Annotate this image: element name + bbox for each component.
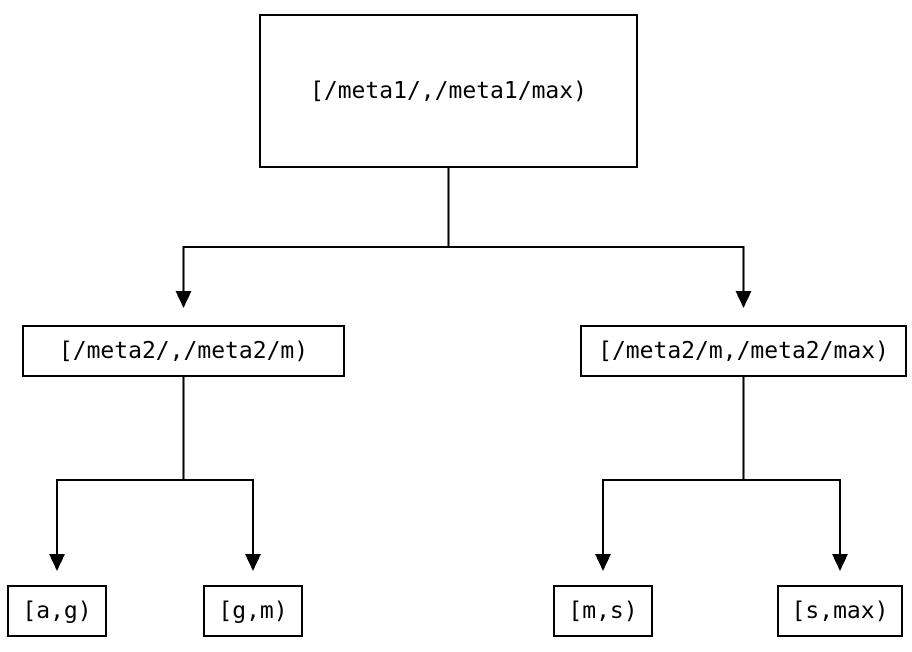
- node-leaf-a-g: [a,g): [7, 585, 107, 637]
- node-leaf-m-s: [m,s): [553, 585, 653, 637]
- node-meta2-left-range: [/meta2/,/meta2/m): [22, 325, 345, 377]
- arrowhead-to-leaf-m-s: [595, 554, 611, 571]
- edges-from-meta2-right: [595, 377, 848, 571]
- arrowhead-to-leaf-g-m: [245, 554, 261, 571]
- arrowhead-to-leaf-s-max: [832, 554, 848, 571]
- arrowhead-to-meta2-right: [735, 291, 752, 308]
- arrowhead-to-leaf-a-g: [49, 554, 65, 571]
- node-leaf-g-m: [g,m): [203, 585, 303, 637]
- edges-from-meta2-left: [49, 377, 261, 571]
- node-meta2-right-range: [/meta2/m,/meta2/max): [580, 325, 907, 377]
- edges-from-root: [175, 168, 752, 308]
- arrowhead-to-meta2-left: [175, 291, 192, 308]
- node-root-meta1-range: [/meta1/,/meta1/max): [259, 14, 638, 168]
- node-leaf-s-max: [s,max): [777, 585, 903, 637]
